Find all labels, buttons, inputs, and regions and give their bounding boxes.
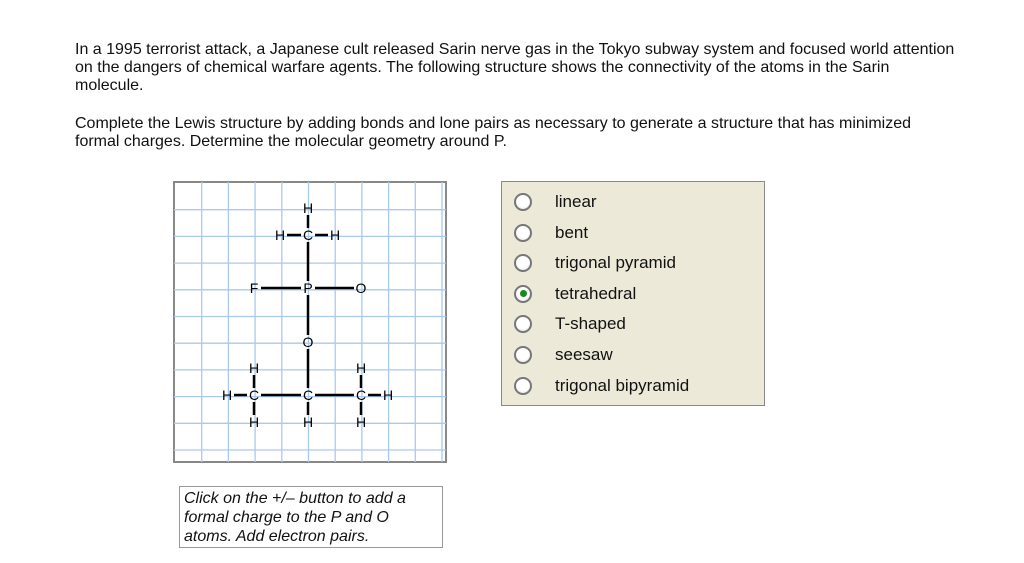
option-label: linear <box>555 192 597 211</box>
option-trigonal-pyramid[interactable]: trigonal pyramid <box>514 250 676 276</box>
atom-C[interactable]: C <box>303 387 313 403</box>
option-label: trigonal bipyramid <box>555 375 690 395</box>
radio-button[interactable] <box>514 223 532 242</box>
selected-dot <box>519 290 527 298</box>
question-paragraph-1: In a 1995 terrorist attack, a Japanese c… <box>75 41 955 94</box>
option-bent[interactable]: bent <box>514 220 588 246</box>
option-label: bent <box>555 222 589 242</box>
question-paragraph-2: Complete the Lewis structure by adding b… <box>75 115 912 150</box>
atom-H[interactable]: H <box>222 387 232 403</box>
atom-C[interactable]: C <box>356 387 366 403</box>
atom-H[interactable]: H <box>249 414 259 430</box>
radio-button[interactable] <box>514 376 532 395</box>
radio-button[interactable] <box>514 254 532 273</box>
option-tetrahedral[interactable]: tetrahedral <box>514 281 636 307</box>
grid-border <box>173 181 447 463</box>
instruction-box: Click on the +/– button to add a formal … <box>179 486 443 548</box>
atom-F[interactable]: F <box>250 280 259 296</box>
option-linear[interactable]: linear <box>514 189 597 215</box>
radio-button[interactable] <box>514 315 532 334</box>
option-label: trigonal pyramid <box>555 253 676 273</box>
atom-H[interactable]: H <box>356 414 366 430</box>
atom-H[interactable]: H <box>275 227 285 243</box>
option-trigonal-bipyramid[interactable]: trigonal bipyramid <box>514 373 689 399</box>
option-label: tetrahedral <box>555 283 637 303</box>
atom-H[interactable]: H <box>249 360 259 376</box>
atom-H[interactable]: H <box>356 360 366 376</box>
atom-H[interactable]: H <box>330 227 340 243</box>
atom-C[interactable]: C <box>249 387 259 403</box>
atom-H[interactable]: H <box>383 387 393 403</box>
radio-button[interactable] <box>514 284 532 303</box>
option-label: seesaw <box>555 345 613 364</box>
atom-O[interactable]: O <box>356 280 367 296</box>
atom-O[interactable]: O <box>303 334 314 350</box>
option-t-shaped[interactable]: T-shaped <box>514 311 626 337</box>
atom-P[interactable]: P <box>303 280 312 296</box>
option-label: T-shaped <box>555 314 626 334</box>
radio-button[interactable] <box>514 193 532 211</box>
atom-H[interactable]: H <box>303 200 313 216</box>
atom-C[interactable]: C <box>303 227 313 243</box>
radio-button[interactable] <box>514 346 532 364</box>
option-seesaw[interactable]: seesaw <box>514 342 613 368</box>
atom-H[interactable]: H <box>303 414 313 430</box>
